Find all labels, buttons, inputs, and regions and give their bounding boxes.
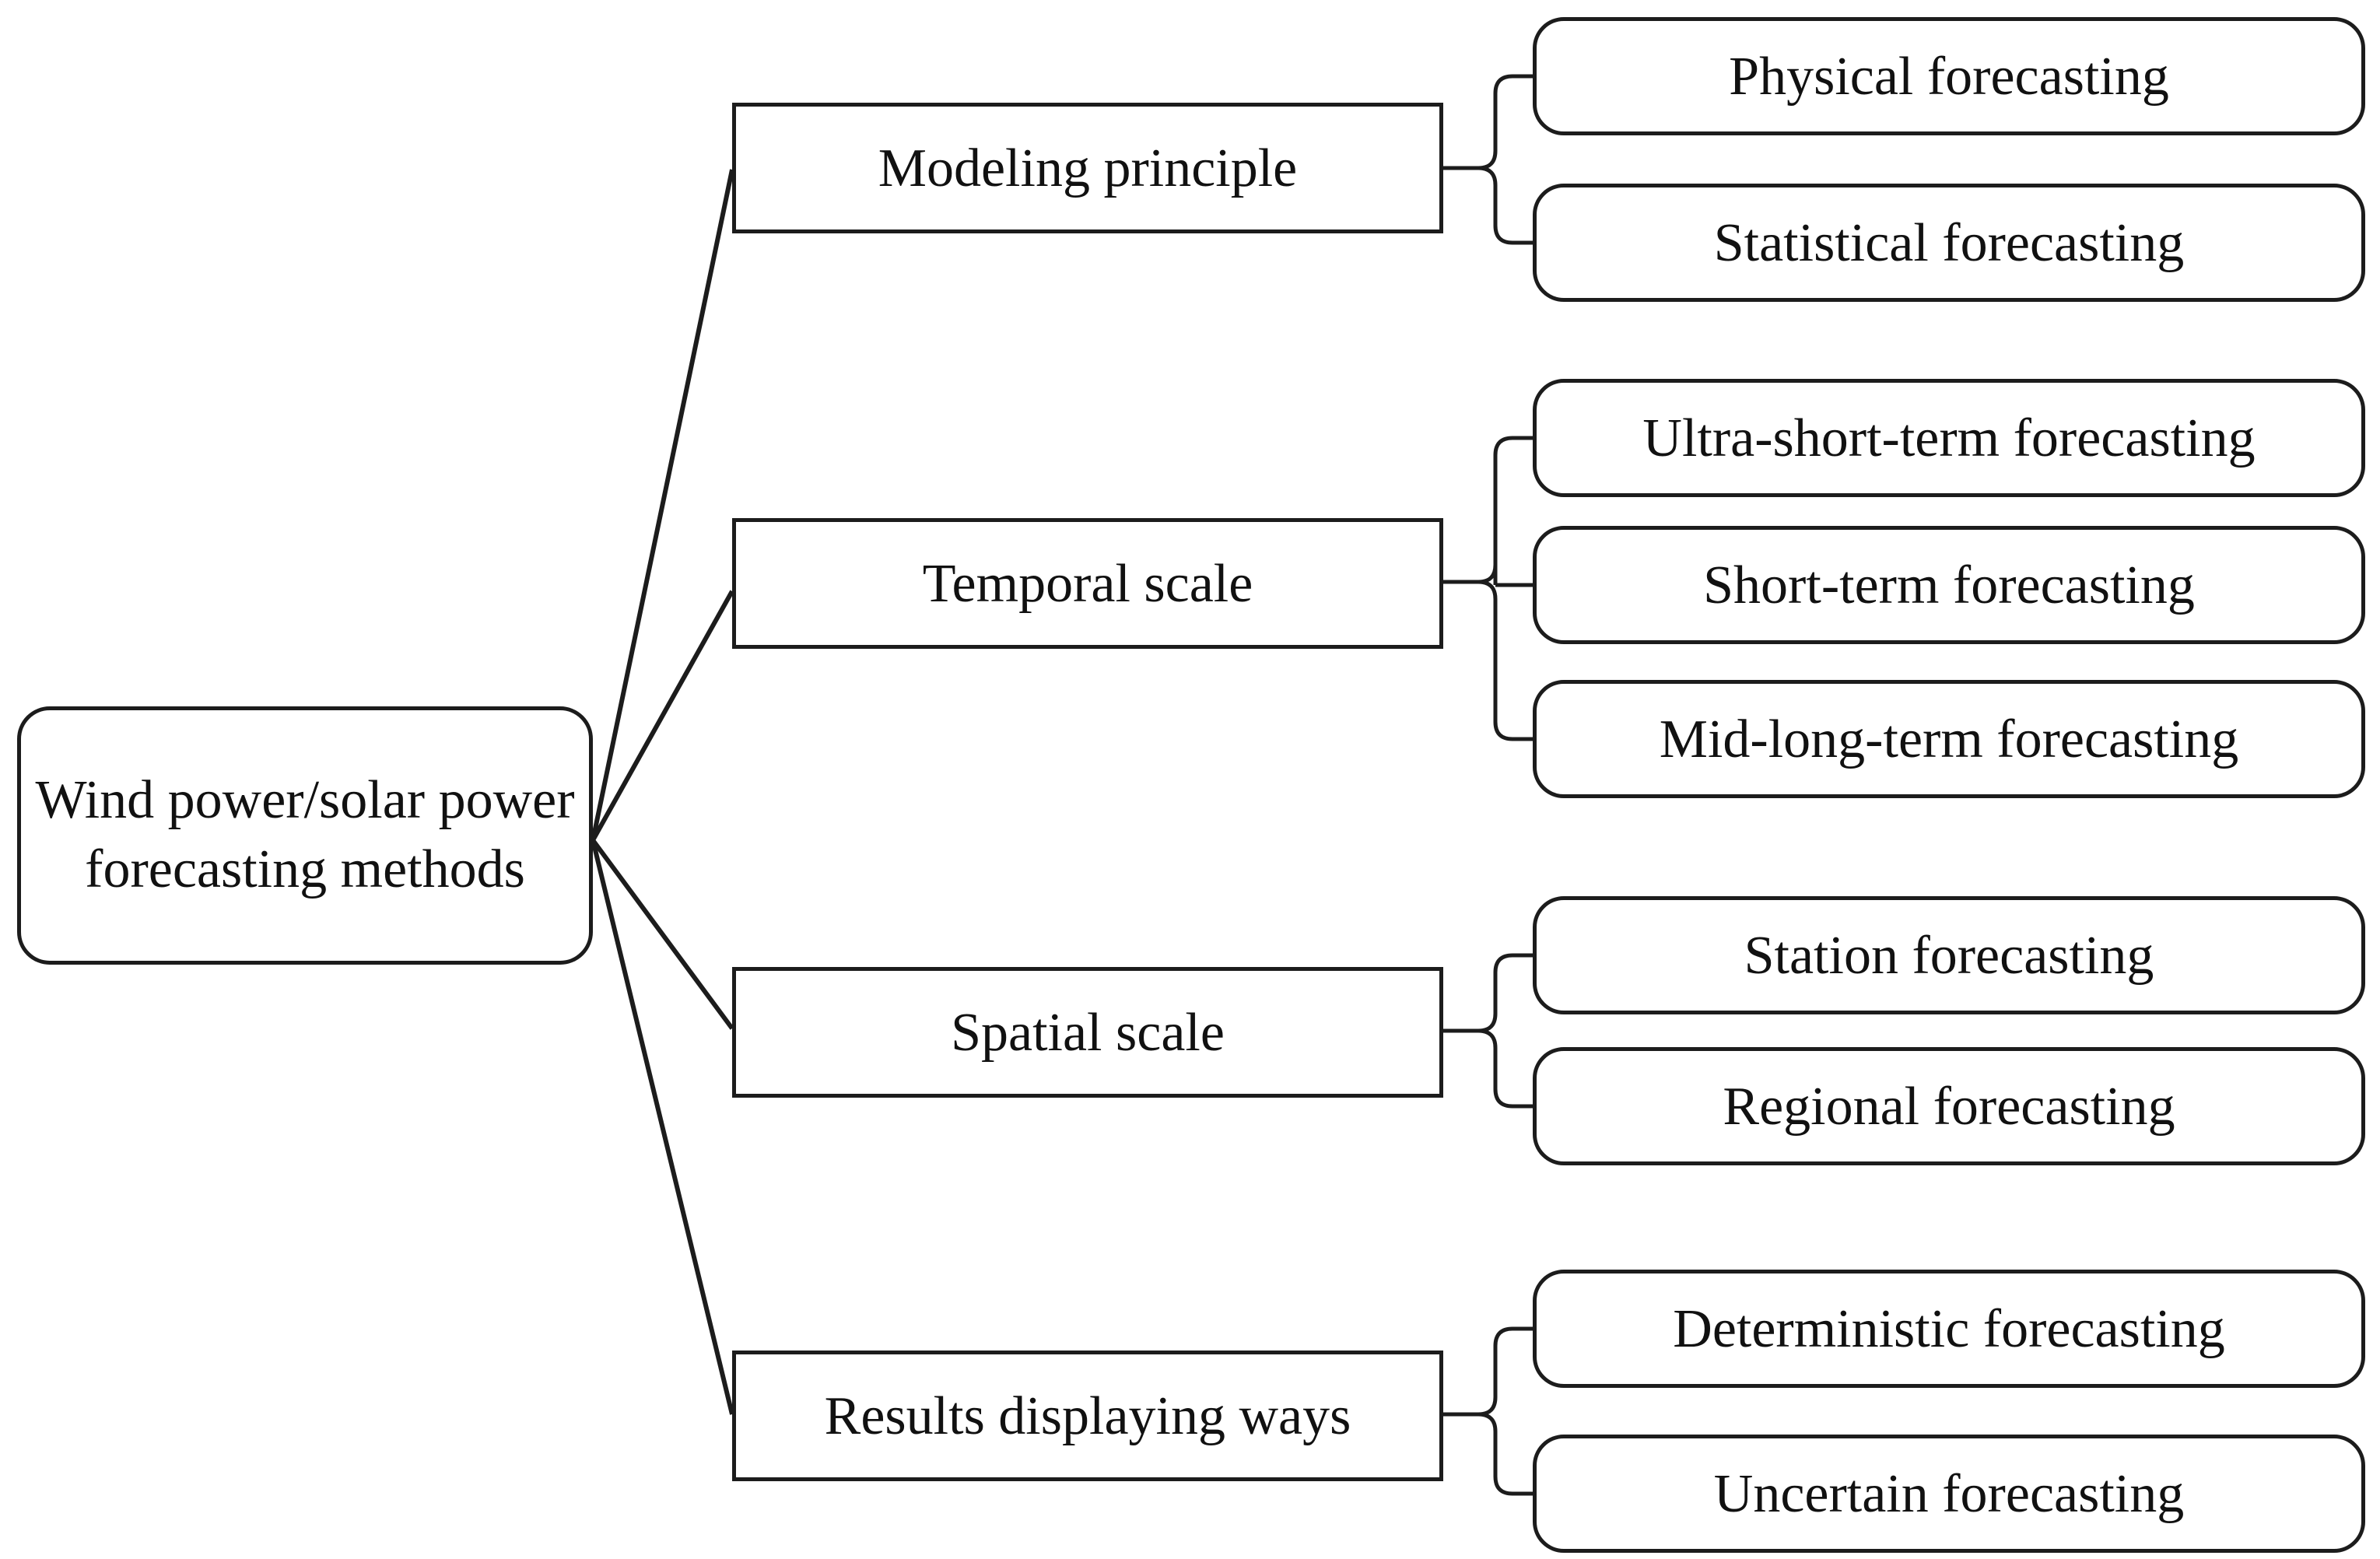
bracket-spatial-scale	[1443, 953, 1533, 1109]
branch-label-results-displaying-ways: Results displaying ways	[824, 1386, 1351, 1446]
leaf-node-short-term-forecasting[interactable]: Short-term forecasting	[1533, 526, 2365, 644]
leaf-label-ultra-short-term-forecasting: Ultra-short-term forecasting	[1642, 408, 2256, 468]
leaf-node-station-forecasting[interactable]: Station forecasting	[1533, 896, 2365, 1014]
edge-root-to-modeling-principle	[591, 169, 734, 841]
leaf-node-physical-forecasting[interactable]: Physical forecasting	[1533, 17, 2365, 135]
leaf-label-mid-long-term-forecasting: Mid-long-term forecasting	[1659, 709, 2239, 769]
branch-node-spatial-scale[interactable]: Spatial scale	[732, 967, 1443, 1098]
branch-label-temporal-scale: Temporal scale	[922, 553, 1253, 614]
root-node-label: Wind power/solar power forecasting metho…	[35, 770, 575, 899]
branch-node-results-displaying-ways[interactable]: Results displaying ways	[732, 1351, 1443, 1481]
bracket-results-displaying-ways	[1443, 1326, 1533, 1496]
leaf-node-deterministic-forecasting[interactable]: Deterministic forecasting	[1533, 1270, 2365, 1388]
leaf-label-station-forecasting: Station forecasting	[1744, 925, 2154, 986]
leaf-label-deterministic-forecasting: Deterministic forecasting	[1673, 1298, 2225, 1359]
leaf-node-ultra-short-term-forecasting[interactable]: Ultra-short-term forecasting	[1533, 379, 2365, 497]
branch-label-modeling-principle: Modeling principle	[878, 138, 1298, 198]
branch-label-spatial-scale: Spatial scale	[951, 1002, 1225, 1063]
leaf-node-regional-forecasting[interactable]: Regional forecasting	[1533, 1047, 2365, 1165]
leaf-node-mid-long-term-forecasting[interactable]: Mid-long-term forecasting	[1533, 680, 2365, 798]
leaf-label-uncertain-forecasting: Uncertain forecasting	[1713, 1463, 2185, 1524]
leaf-label-physical-forecasting: Physical forecasting	[1729, 46, 2169, 107]
edge-root-to-results-displaying-ways	[591, 839, 734, 1415]
leaf-node-statistical-forecasting[interactable]: Statistical forecasting	[1533, 184, 2365, 302]
leaf-label-statistical-forecasting: Statistical forecasting	[1713, 212, 2185, 273]
leaf-node-uncertain-forecasting[interactable]: Uncertain forecasting	[1533, 1435, 2365, 1553]
bracket-temporal-scale	[1443, 436, 1533, 741]
bracket-modeling-principle	[1443, 74, 1533, 245]
branch-node-modeling-principle[interactable]: Modeling principle	[732, 103, 1443, 233]
leaf-label-regional-forecasting: Regional forecasting	[1723, 1076, 2175, 1137]
edge-root-to-spatial-scale	[591, 839, 734, 1030]
leaf-label-short-term-forecasting: Short-term forecasting	[1703, 555, 2195, 615]
branch-node-temporal-scale[interactable]: Temporal scale	[732, 518, 1443, 649]
edge-root-to-temporal-scale	[591, 590, 734, 842]
root-node[interactable]: Wind power/solar power forecasting metho…	[17, 706, 593, 965]
